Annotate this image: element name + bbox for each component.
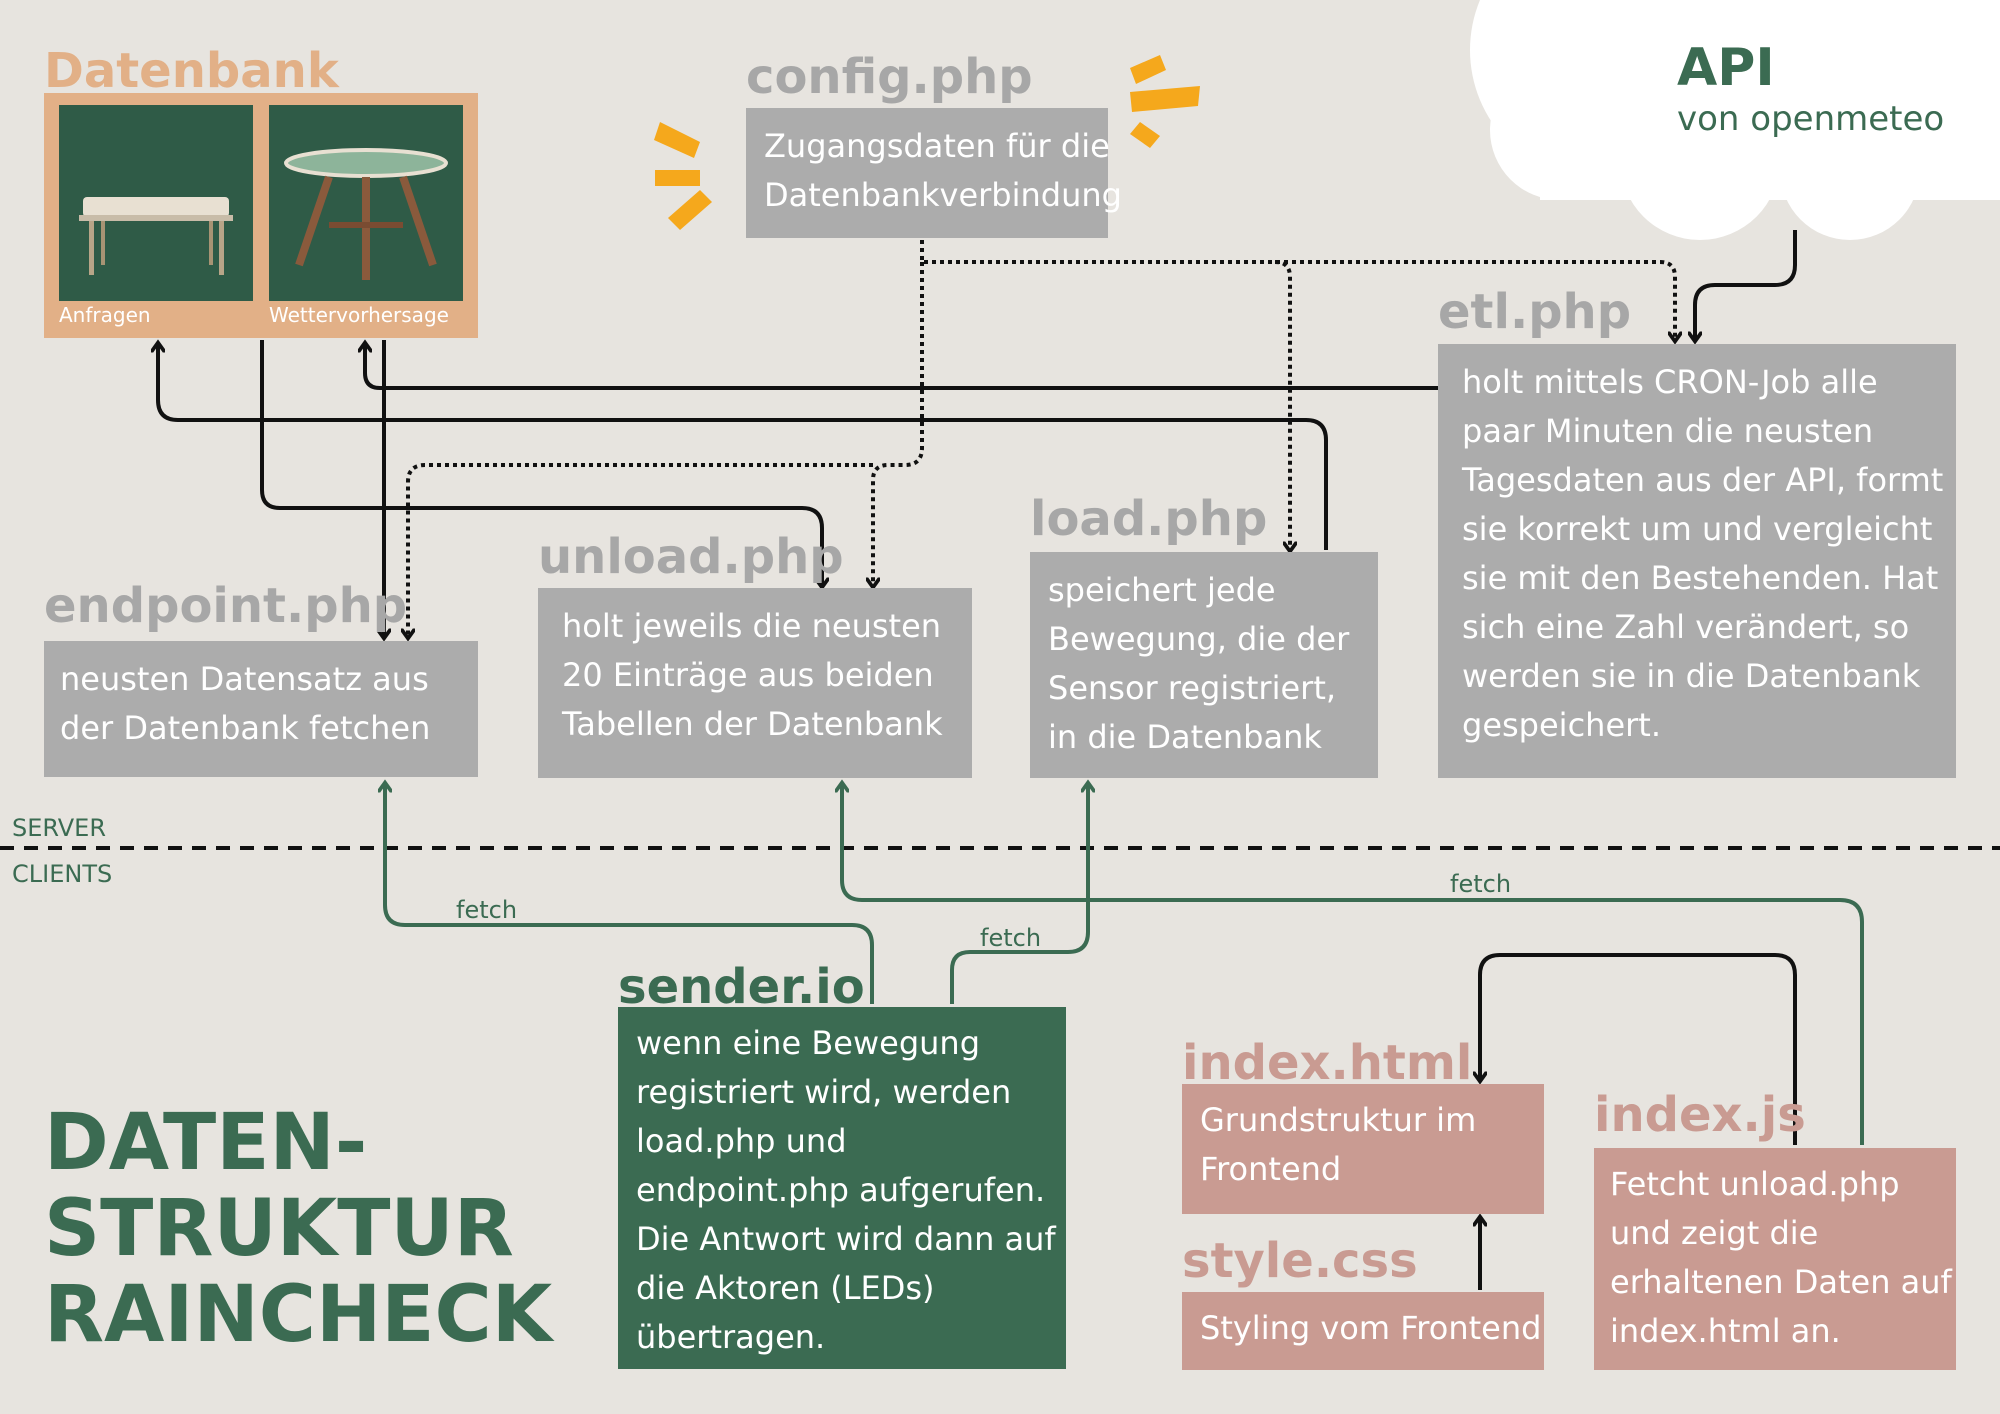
fetch-label: fetch bbox=[980, 924, 1042, 952]
sender-line: wenn eine Bewegung bbox=[636, 1024, 980, 1062]
index-html-line: Grundstruktur im bbox=[1200, 1101, 1477, 1139]
clients-label: CLIENTS bbox=[12, 860, 113, 888]
arrow-config-to-etl bbox=[920, 240, 1675, 340]
index-js-title: index.js bbox=[1594, 1087, 1806, 1143]
etl-line: werden sie in die Datenbank bbox=[1462, 657, 1921, 695]
page-title-line: DATEN- bbox=[44, 1098, 368, 1188]
api-title: API bbox=[1677, 38, 1775, 98]
endpoint-line: der Datenbank fetchen bbox=[60, 709, 431, 747]
load-line: Bewegung, die der bbox=[1048, 620, 1350, 658]
database-title: Datenbank bbox=[44, 43, 339, 99]
page-title: DATEN- STRUKTUR RAINCHECK bbox=[44, 1100, 552, 1358]
table-wettervorhersage bbox=[269, 105, 463, 301]
page-title-line: STRUKTUR bbox=[44, 1184, 514, 1274]
sender-title: sender.io bbox=[618, 959, 865, 1015]
bench-icon bbox=[79, 197, 233, 275]
sender-line: die Aktoren (LEDs) bbox=[636, 1269, 935, 1307]
table-label-wettervorhersage: Wettervorhersage bbox=[269, 303, 449, 327]
style-css-title: style.css bbox=[1182, 1233, 1418, 1289]
index-js-line: und zeigt die bbox=[1610, 1214, 1819, 1252]
etl-line: sie korrekt um und vergleicht bbox=[1462, 510, 1933, 548]
sender-line: übertragen. bbox=[636, 1318, 826, 1356]
etl-line: paar Minuten die neusten bbox=[1462, 412, 1874, 450]
index-js-box: Fetcht unload.php und zeigt die erhalten… bbox=[1594, 1148, 1956, 1370]
endpoint-box: neusten Datensatz aus der Datenbank fetc… bbox=[44, 641, 478, 777]
index-js-line: index.html an. bbox=[1610, 1312, 1841, 1350]
style-css-box: Styling vom Frontend bbox=[1182, 1292, 1544, 1370]
index-html-box: Grundstruktur im Frontend bbox=[1182, 1084, 1544, 1214]
arrow-load-to-anfragen bbox=[158, 344, 1328, 550]
arrow-etl-to-wettervorhersage bbox=[365, 344, 1438, 390]
unload-line: 20 Einträge aus beiden bbox=[562, 656, 934, 694]
round-table-icon bbox=[284, 148, 448, 280]
sender-box: wenn eine Bewegung registriert wird, wer… bbox=[618, 1007, 1066, 1369]
etl-title: etl.php bbox=[1438, 284, 1632, 340]
config-title: config.php bbox=[746, 49, 1033, 105]
etl-line: Tagesdaten aus der API, formt bbox=[1462, 461, 1944, 499]
fetch-label: fetch bbox=[456, 896, 518, 924]
load-line: speichert jede bbox=[1048, 571, 1276, 609]
load-line: Sensor registriert, bbox=[1048, 669, 1337, 707]
index-js-line: Fetcht unload.php bbox=[1610, 1165, 1900, 1203]
index-html-title: index.html bbox=[1182, 1035, 1473, 1091]
server-label: SERVER bbox=[12, 814, 107, 842]
database-frame: Anfragen Wettervorhersage bbox=[44, 93, 478, 338]
config-line: Datenbankverbindung bbox=[764, 176, 1122, 214]
index-js-line: erhaltenen Daten auf bbox=[1610, 1263, 1952, 1301]
endpoint-title: endpoint.php bbox=[44, 578, 408, 634]
api-cloud bbox=[1470, 0, 2000, 240]
load-box: speichert jede Bewegung, die der Sensor … bbox=[1030, 552, 1378, 778]
arrow-config-to-load bbox=[1274, 260, 1290, 550]
table-label-anfragen: Anfragen bbox=[59, 303, 151, 327]
arrow-config-to-endpoint bbox=[408, 463, 873, 637]
config-box: Zugangsdaten für die Datenbankverbindung bbox=[746, 108, 1122, 238]
load-line: in die Datenbank bbox=[1048, 718, 1322, 756]
endpoint-line: neusten Datensatz aus bbox=[60, 660, 429, 698]
arrow-sender-fetch-load bbox=[950, 784, 1088, 1004]
sender-line: endpoint.php aufgerufen. bbox=[636, 1171, 1046, 1209]
arrow-api-to-etl bbox=[1695, 230, 1797, 340]
api-label: API von openmeteo bbox=[1677, 38, 1944, 140]
index-html-line: Frontend bbox=[1200, 1150, 1342, 1188]
sparkle-icon bbox=[1130, 55, 1200, 148]
arrow-sender-fetch-endpoint bbox=[385, 784, 874, 1004]
config-line: Zugangsdaten für die bbox=[764, 127, 1110, 165]
etl-line: gespeichert. bbox=[1462, 706, 1661, 744]
unload-line: Tabellen der Datenbank bbox=[562, 705, 943, 743]
style-css-line: Styling vom Frontend bbox=[1200, 1309, 1542, 1347]
etl-line: holt mittels CRON-Job alle bbox=[1462, 363, 1878, 401]
unload-box: holt jeweils die neusten 20 Einträge aus… bbox=[538, 588, 972, 778]
sender-line: load.php und bbox=[636, 1122, 847, 1160]
table-anfragen bbox=[59, 105, 253, 301]
unload-title: unload.php bbox=[538, 529, 844, 585]
sparkle-icon bbox=[654, 122, 712, 230]
arrow-config-to-unload bbox=[873, 262, 924, 586]
arrow-indexjs-to-indexhtml bbox=[1480, 953, 1797, 1145]
api-subtitle: von openmeteo bbox=[1677, 99, 1945, 139]
unload-line: holt jeweils die neusten bbox=[562, 607, 942, 645]
fetch-label: fetch bbox=[1450, 870, 1512, 898]
arrow-anfragen-to-unload bbox=[260, 340, 822, 586]
etl-line: sie mit den Bestehenden. Hat bbox=[1462, 559, 1939, 597]
arrow-indexjs-fetch-unload bbox=[842, 784, 1864, 1145]
sender-line: Die Antwort wird dann auf bbox=[636, 1220, 1056, 1258]
etl-line: sich eine Zahl verändert, so bbox=[1462, 608, 1910, 646]
sender-line: registriert wird, werden bbox=[636, 1073, 1012, 1111]
page-title-line: RAINCHECK bbox=[44, 1270, 553, 1360]
etl-box: holt mittels CRON-Job alle paar Minuten … bbox=[1438, 344, 1956, 778]
load-title: load.php bbox=[1030, 491, 1268, 547]
